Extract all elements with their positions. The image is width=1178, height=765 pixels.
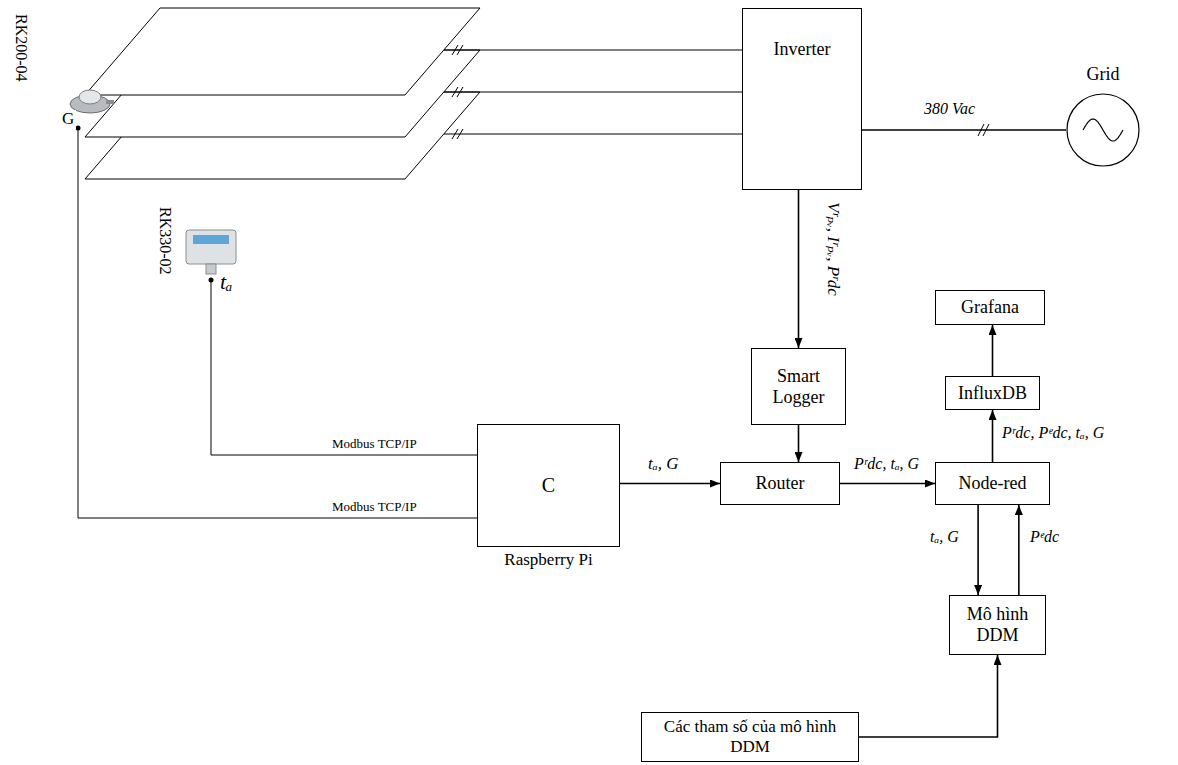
- protocol-label: Modbus TCP/IP: [330, 437, 419, 451]
- temperature-sensor-icon: [193, 235, 229, 244]
- node-text: Mô hình DDM: [954, 604, 1041, 645]
- dc-cable: [444, 134, 742, 135]
- wire-dot: [209, 278, 214, 283]
- bundle-mark: [452, 45, 463, 139]
- pyranometer-icon: [79, 90, 101, 104]
- sensor-model: RK330-02: [156, 205, 174, 277]
- node-heading: Grid: [1087, 64, 1120, 85]
- edge-label: 380 Vac: [922, 100, 977, 118]
- modbus-wire: [78, 130, 477, 518]
- connector-arrow: [798, 425, 800, 462]
- sensor-model: RK200-04: [12, 12, 30, 84]
- connector-arrow: [798, 190, 800, 348]
- protocol-label: Modbus TCP/IP: [330, 500, 419, 514]
- model-box: Mô hình DDM: [949, 595, 1046, 655]
- connector-arrow: [992, 410, 994, 462]
- grid-symbol: [1066, 93, 1140, 167]
- connector-arrow: [620, 483, 720, 485]
- node-text: Các tham số của mô hình DDM: [646, 717, 854, 756]
- connector-arrow: [977, 505, 979, 595]
- node-text: Grafana: [961, 297, 1019, 318]
- parameter-box: Các tham số của mô hình DDM: [641, 712, 859, 762]
- connector-arrow: [859, 655, 998, 737]
- node-heading: Raspberry Pi: [504, 550, 592, 570]
- sine-wave: [1083, 119, 1123, 141]
- process-box: Node-red: [935, 462, 1050, 505]
- edge-label: Pᵉdc: [1028, 528, 1061, 546]
- node-text: C: [542, 474, 555, 497]
- connector-arrow: [992, 325, 994, 376]
- connector-arrow: [862, 129, 1066, 131]
- edge-label: tₐ, G: [646, 455, 680, 474]
- database-box: InfluxDB: [945, 376, 1040, 410]
- modbus-wire: [211, 282, 477, 455]
- node-text: InfluxDB: [958, 383, 1027, 404]
- grid-source: Grid: [1066, 93, 1140, 167]
- dc-cable: [444, 50, 742, 51]
- dashboard-box: Grafana: [935, 290, 1045, 325]
- edge-label: tₐ, G: [928, 528, 961, 546]
- node-text: Router: [756, 473, 805, 494]
- node-text: Inverter: [774, 39, 831, 60]
- solar-panel: [85, 8, 480, 95]
- router-box: Router: [720, 462, 840, 505]
- logger-box: Smart Logger: [751, 348, 846, 425]
- signal-name: tₐ: [218, 270, 235, 294]
- connector-arrow: [1018, 505, 1020, 595]
- dc-cable: [444, 92, 742, 93]
- signal-name: G: [60, 110, 76, 129]
- pyranometer-icon: [106, 100, 114, 104]
- connector-arrow: [840, 483, 935, 485]
- grid-circle: [1067, 94, 1139, 166]
- inverter-box: Inverter: [742, 8, 862, 190]
- controller-box: CRaspberry Pi: [477, 424, 620, 547]
- edge-label: Vʳₚᵥ, Iʳₚᵥ, Pʳdc: [823, 200, 842, 298]
- temperature-sensor-icon: [186, 230, 236, 264]
- edge-label: Pʳdc, Pᵉdc, tₐ, G: [1000, 424, 1106, 442]
- node-text: Node-red: [959, 473, 1027, 494]
- temperature-sensor-icon: [206, 264, 216, 274]
- edge-label: Pʳdc, tₐ, G: [852, 455, 921, 473]
- node-text: Smart Logger: [756, 366, 841, 407]
